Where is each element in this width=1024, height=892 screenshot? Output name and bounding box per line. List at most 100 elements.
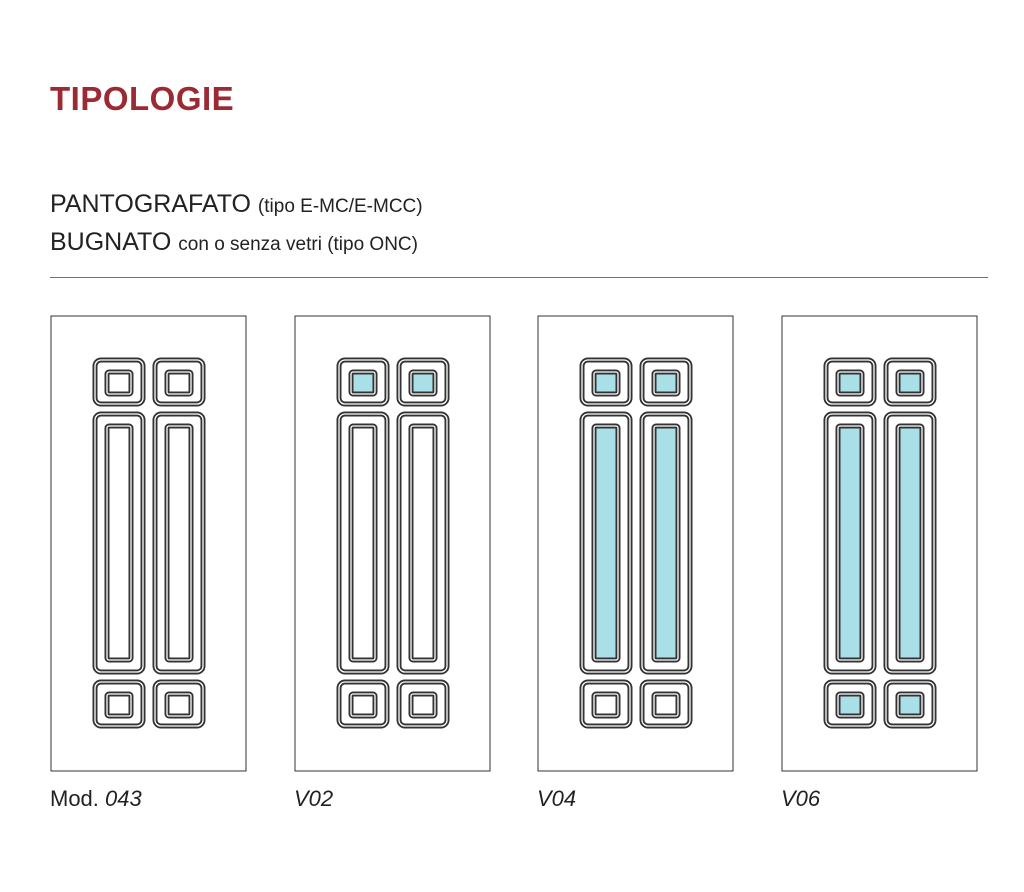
inner-frame [591, 369, 621, 397]
door-V02 [294, 315, 491, 772]
frame-highlight [350, 693, 376, 717]
bottom-square-panel [823, 679, 877, 729]
frame-highlight [338, 413, 388, 673]
frame-highlight [653, 693, 679, 717]
model-label: Mod. 043 [50, 786, 142, 812]
frame-highlight [885, 413, 935, 673]
page-title: TIPOLOGIE [50, 80, 235, 117]
inner-frame [408, 369, 438, 397]
frame-highlight [581, 681, 631, 727]
frame-highlight [641, 413, 691, 673]
frame-highlight [410, 693, 436, 717]
subtitle-pantografato: PANTOGRAFATO (tipo E-MC/E-MCC) [50, 190, 423, 219]
subtitle-detail: (tipo E-MC/E-MCC) [257, 196, 423, 217]
frame-highlight [885, 359, 935, 405]
model-code: V04 [537, 786, 577, 811]
inner-frame [895, 691, 925, 719]
frame-highlight [106, 425, 132, 661]
long-panel [152, 411, 206, 675]
inner-frame [651, 423, 681, 663]
frame-highlight [885, 681, 935, 727]
frame-highlight [166, 425, 192, 661]
frame-highlight [154, 681, 204, 727]
door-043 [50, 315, 247, 772]
inner-frame [835, 691, 865, 719]
long-panel [579, 411, 633, 675]
long-panel [883, 411, 937, 675]
inner-frame [651, 369, 681, 397]
frame-highlight [837, 693, 863, 717]
inner-frame [835, 369, 865, 397]
top-square-panel [639, 357, 693, 407]
subtitle-main: BUGNATO [50, 228, 172, 256]
bottom-square-panel [579, 679, 633, 729]
long-panel [336, 411, 390, 675]
long-panel [823, 411, 877, 675]
frame-highlight [94, 359, 144, 405]
frame-highlight [641, 681, 691, 727]
frame-highlight [94, 413, 144, 673]
frame-highlight [653, 371, 679, 395]
long-panel [639, 411, 693, 675]
bottom-square-panel [396, 679, 450, 729]
subtitle-detail: con o senza vetri (tipo ONC) [178, 234, 418, 255]
frame-highlight [593, 371, 619, 395]
frame-highlight [837, 425, 863, 661]
top-square-panel [396, 357, 450, 407]
model-label: V04 [537, 786, 576, 812]
bottom-square-panel [336, 679, 390, 729]
frame-highlight [897, 425, 923, 661]
frame-highlight [154, 413, 204, 673]
frame-highlight [897, 693, 923, 717]
frame-highlight [581, 413, 631, 673]
inner-frame [895, 423, 925, 663]
top-square-panel [823, 357, 877, 407]
inner-frame [835, 423, 865, 663]
subtitle-bugnato: BUGNATO con o senza vetri (tipo ONC) [50, 228, 418, 257]
inner-frame [895, 369, 925, 397]
top-square-panel [92, 357, 146, 407]
door-outline [294, 315, 491, 772]
frame-highlight [106, 371, 132, 395]
model-label: V06 [781, 786, 820, 812]
top-square-panel [883, 357, 937, 407]
model-prefix: Mod. [50, 786, 99, 811]
frame-highlight [410, 425, 436, 661]
frame-highlight [106, 693, 132, 717]
top-square-panel [579, 357, 633, 407]
frame-highlight [837, 371, 863, 395]
door-outline [781, 315, 978, 772]
top-square-panel [336, 357, 390, 407]
frame-highlight [338, 681, 388, 727]
frame-highlight [825, 359, 875, 405]
bottom-square-panel [883, 679, 937, 729]
model-code: 043 [105, 786, 142, 811]
frame-highlight [94, 681, 144, 727]
frame-highlight [398, 359, 448, 405]
inner-frame [591, 423, 621, 663]
model-label: V02 [294, 786, 333, 812]
door-outline [50, 315, 247, 772]
top-square-panel [152, 357, 206, 407]
subtitle-main: PANTOGRAFATO [50, 190, 251, 218]
frame-highlight [593, 693, 619, 717]
long-panel [396, 411, 450, 675]
door-V04 [537, 315, 734, 772]
frame-highlight [166, 693, 192, 717]
frame-highlight [641, 359, 691, 405]
bottom-square-panel [152, 679, 206, 729]
long-panel [92, 411, 146, 675]
frame-highlight [825, 413, 875, 673]
frame-highlight [350, 371, 376, 395]
bottom-square-panel [639, 679, 693, 729]
divider [50, 277, 988, 278]
door-V06 [781, 315, 978, 772]
frame-highlight [653, 425, 679, 661]
frame-highlight [825, 681, 875, 727]
frame-highlight [166, 371, 192, 395]
frame-highlight [350, 425, 376, 661]
frame-highlight [593, 425, 619, 661]
frame-highlight [581, 359, 631, 405]
bottom-square-panel [92, 679, 146, 729]
